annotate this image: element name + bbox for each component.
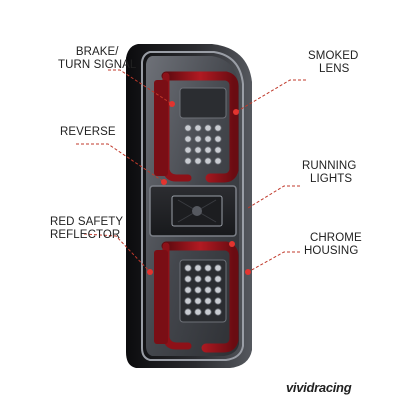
callout-red-reflector: RED SAFETY REFLECTOR bbox=[50, 216, 123, 242]
led-dot bbox=[184, 146, 192, 154]
led-dot bbox=[194, 124, 202, 132]
callout-red-reflector-line2: REFLECTOR bbox=[50, 229, 121, 241]
upper-red-block bbox=[154, 80, 168, 176]
led-dot bbox=[214, 146, 222, 154]
led-dot bbox=[204, 308, 212, 316]
callout-running-lights: RUNNING LIGHTS bbox=[302, 160, 356, 186]
leader-running-lights bbox=[247, 185, 300, 209]
leader-smoked-lens bbox=[235, 79, 306, 113]
led-dot bbox=[194, 135, 202, 143]
led-dot bbox=[214, 275, 222, 283]
led-dot bbox=[184, 264, 192, 272]
led-dot bbox=[214, 286, 222, 294]
callout-running-lights-line1: RUNNING bbox=[302, 160, 357, 172]
leader-lines bbox=[76, 69, 306, 273]
led-dot bbox=[214, 124, 222, 132]
dot-reverse bbox=[161, 179, 167, 185]
dot-running-lights bbox=[229, 241, 235, 247]
led-dot bbox=[214, 308, 222, 316]
led-dot bbox=[184, 297, 192, 305]
led-array-upper bbox=[184, 124, 222, 165]
led-dot bbox=[204, 275, 212, 283]
led-dot bbox=[184, 135, 192, 143]
led-dot bbox=[194, 286, 202, 294]
lower-red-block bbox=[154, 250, 168, 344]
led-dot bbox=[204, 124, 212, 132]
led-dot bbox=[184, 308, 192, 316]
led-dot bbox=[194, 157, 202, 165]
led-dot bbox=[214, 157, 222, 165]
leader-chrome-housing bbox=[247, 251, 300, 273]
led-dot bbox=[214, 297, 222, 305]
led-dot bbox=[194, 264, 202, 272]
callout-brake-turn-line1: BRAKE/ bbox=[75, 46, 119, 58]
leader-red-reflector bbox=[83, 233, 151, 273]
led-dot bbox=[214, 135, 222, 143]
callout-reverse-line1: REVERSE bbox=[60, 126, 116, 138]
led-dot bbox=[184, 275, 192, 283]
led-dot bbox=[184, 157, 192, 165]
led-dot bbox=[214, 264, 222, 272]
led-dot bbox=[184, 286, 192, 294]
dot-red-reflector bbox=[147, 269, 153, 275]
callout-chrome-housing-line2: HOUSING bbox=[304, 245, 359, 257]
callout-chrome-housing-line1: CHROME bbox=[310, 232, 362, 244]
led-dot bbox=[204, 146, 212, 154]
led-dot bbox=[204, 157, 212, 165]
led-dot bbox=[204, 297, 212, 305]
callout-running-lights-line2: LIGHTS bbox=[310, 173, 353, 185]
leader-reverse bbox=[76, 143, 165, 183]
callout-reverse: REVERSE bbox=[60, 126, 116, 139]
callout-smoked-lens-line1: SMOKED bbox=[308, 50, 359, 62]
led-dot bbox=[204, 286, 212, 294]
chrome-rim bbox=[141, 51, 244, 361]
led-dot bbox=[194, 275, 202, 283]
leader-endpoints bbox=[147, 101, 251, 275]
led-dot bbox=[194, 146, 202, 154]
dot-chrome-housing bbox=[245, 269, 251, 275]
led-array-lower bbox=[184, 264, 222, 316]
callout-smoked-lens-line2: LENS bbox=[319, 63, 350, 75]
led-dot bbox=[184, 124, 192, 132]
callout-brake-turn: BRAKE/ TURN SIGNAL bbox=[58, 46, 136, 72]
lower-tube bbox=[161, 241, 239, 353]
led-dot bbox=[194, 308, 202, 316]
led-dot bbox=[194, 297, 202, 305]
callout-red-reflector-line1: RED SAFETY bbox=[50, 216, 124, 228]
callout-brake-turn-line2: TURN SIGNAL bbox=[58, 59, 137, 71]
dot-brake-turn bbox=[169, 101, 175, 107]
upper-tube bbox=[161, 71, 239, 183]
vividracing-logo: vividracing bbox=[286, 380, 352, 395]
led-dot bbox=[204, 264, 212, 272]
callout-chrome-housing: CHROME HOUSING bbox=[304, 232, 362, 258]
leader-brake-turn bbox=[108, 69, 173, 105]
callout-smoked-lens: SMOKED LENS bbox=[308, 50, 358, 76]
dot-smoked-lens bbox=[233, 109, 239, 115]
led-dot bbox=[204, 135, 212, 143]
